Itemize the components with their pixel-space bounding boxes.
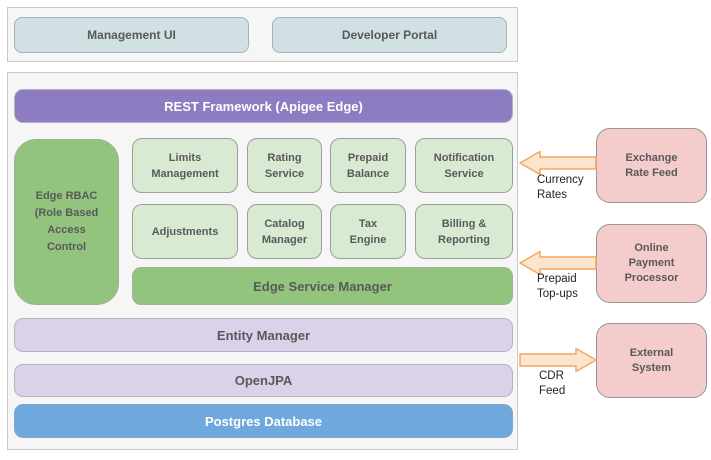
openjpa-bar: OpenJPA xyxy=(14,364,513,397)
postgres-database-bar: Postgres Database xyxy=(14,404,513,438)
developer-portal-box: Developer Portal xyxy=(272,17,507,53)
exchange-rate-feed-box: Exchange Rate Feed xyxy=(596,128,707,203)
cdr-feed-right-arrow-icon xyxy=(519,347,597,373)
service-box-prepaid-balance: Prepaid Balance xyxy=(330,138,406,193)
service-box-adjustments: Adjustments xyxy=(132,204,238,259)
service-box-billing-reporting: Billing & Reporting xyxy=(415,204,513,259)
external-system-box: External System xyxy=(596,323,707,398)
entity-manager-bar: Entity Manager xyxy=(14,318,513,352)
edge-rbac-box: Edge RBAC (Role Based Access Control xyxy=(14,139,119,305)
billing-platform-container: REST Framework (Apigee Edge) Edge RBAC (… xyxy=(7,72,518,450)
currency-rates-label: Currency Rates xyxy=(537,174,584,201)
cdr-feed-label: CDR Feed xyxy=(539,370,566,397)
service-box-tax-engine: Tax Engine xyxy=(330,204,406,259)
service-box-limits-management: Limits Management xyxy=(132,138,238,193)
rest-framework-bar: REST Framework (Apigee Edge) xyxy=(14,89,513,123)
edge-service-manager-bar: Edge Service Manager xyxy=(132,267,513,305)
client-layer-container: Management UI Developer Portal xyxy=(7,7,518,62)
currency-rates-left-arrow-icon xyxy=(519,150,597,176)
service-box-notification-service: Notification Service xyxy=(415,138,513,193)
service-box-catalog-manager: Catalog Manager xyxy=(247,204,322,259)
prepaid-topups-label: Prepaid Top-ups xyxy=(537,273,578,300)
management-ui-box: Management UI xyxy=(14,17,249,53)
service-box-rating-service: Rating Service xyxy=(247,138,322,193)
prepaid-topups-left-arrow-icon xyxy=(519,250,597,276)
online-payment-processor-box: Online Payment Processor xyxy=(596,224,707,303)
